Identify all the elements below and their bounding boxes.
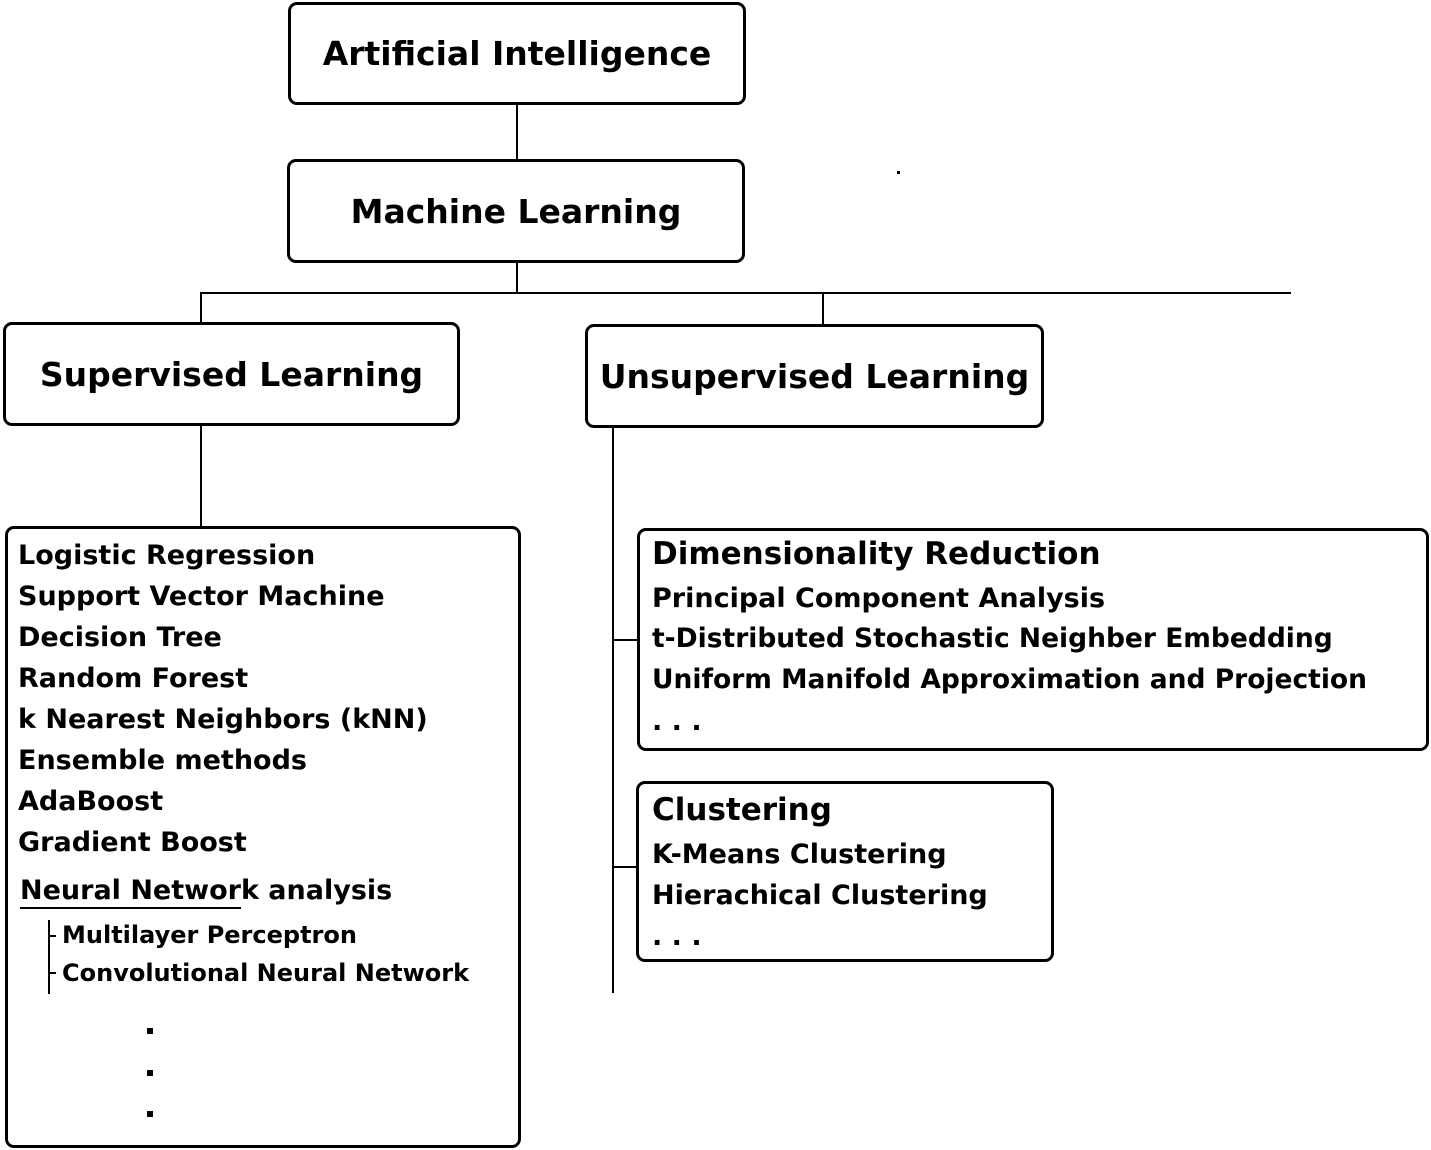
dimensionality-reduction-item: Uniform Manifold Approximation and Proje… — [652, 664, 1367, 695]
neural-network-tick — [48, 972, 56, 974]
method-item: Support Vector Machine — [18, 581, 385, 612]
method-item: Decision Tree — [18, 622, 222, 653]
node-unsupervised-learning: Unsupervised Learning — [585, 324, 1044, 428]
node-machine-learning-label: Machine Learning — [350, 191, 682, 231]
connector-to-clustering — [612, 866, 638, 868]
connector-unsupervised-trunk — [612, 427, 614, 993]
dimensionality-reduction-heading: Dimensionality Reduction — [652, 536, 1101, 572]
connector-supervised-methods — [200, 425, 202, 527]
neural-network-item: Convolutional Neural Network — [62, 959, 470, 987]
stray-dot — [897, 171, 900, 174]
dimensionality-reduction-item: t-Distributed Stochastic Neighber Embedd… — [652, 623, 1333, 654]
ellipsis-dot — [147, 1070, 153, 1076]
ellipsis-dot — [147, 1028, 153, 1034]
method-item: Ensemble methods — [18, 745, 307, 776]
ellipsis-dot — [147, 1111, 153, 1117]
node-machine-learning: Machine Learning — [287, 159, 745, 263]
connector-ml-down — [516, 262, 518, 293]
node-artificial-intelligence-label: Artificial Intelligence — [322, 34, 712, 73]
supervised-methods-box — [5, 526, 521, 1148]
clustering-item: . . . — [652, 921, 702, 952]
node-supervised-learning-label: Supervised Learning — [39, 354, 424, 394]
method-item: AdaBoost — [18, 786, 164, 817]
method-item: Random Forest — [18, 663, 249, 694]
clustering-item: Hierachical Clustering — [652, 880, 988, 911]
neural-network-item: Multilayer Perceptron — [62, 921, 357, 949]
connector-to-unsupervised — [822, 292, 824, 326]
neural-network-tick — [48, 935, 56, 937]
connector-ai-ml — [516, 104, 518, 160]
dimensionality-reduction-item: Principal Component Analysis — [652, 583, 1106, 614]
clustering-heading: Clustering — [652, 792, 832, 828]
node-unsupervised-learning-label: Unsupervised Learning — [599, 356, 1030, 396]
neural-network-heading: Neural Network analysis — [20, 875, 393, 906]
connector-to-dimred — [612, 639, 638, 641]
clustering-item: K-Means Clustering — [652, 839, 947, 870]
node-artificial-intelligence: Artificial Intelligence — [288, 2, 746, 105]
connector-to-supervised — [200, 292, 202, 323]
neural-network-underline — [20, 907, 241, 909]
connector-branch-horizontal — [200, 292, 1291, 294]
method-item: k Nearest Neighbors (kNN) — [18, 704, 428, 735]
dimensionality-reduction-box — [637, 528, 1429, 751]
clustering-box — [636, 781, 1054, 962]
dimensionality-reduction-item: . . . — [652, 706, 702, 737]
neural-network-tree-line — [48, 920, 50, 994]
method-item: Logistic Regression — [18, 540, 316, 571]
method-item: Gradient Boost — [18, 827, 247, 858]
node-supervised-learning: Supervised Learning — [3, 322, 460, 426]
